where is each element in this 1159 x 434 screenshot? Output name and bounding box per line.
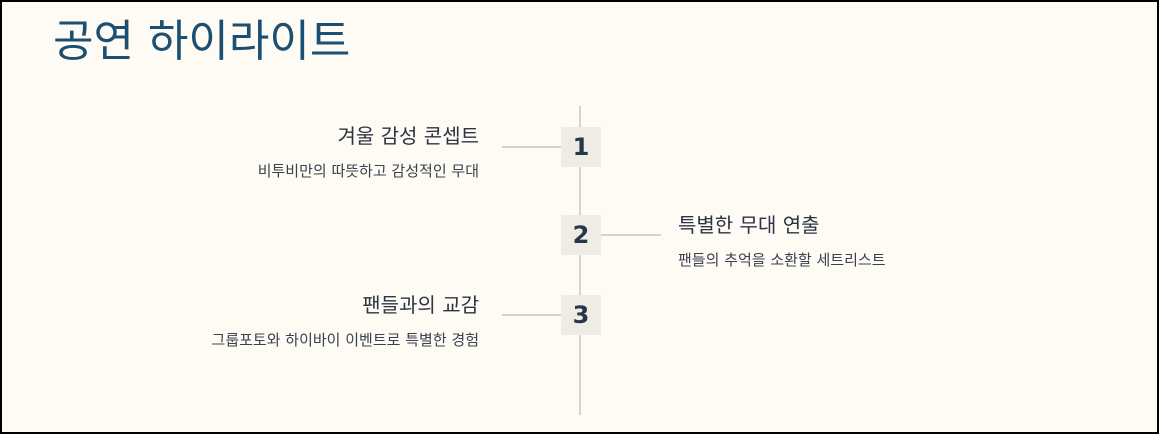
timeline-entry-description: 그룹포토와 하이바이 이벤트로 특별한 경험 [211,331,479,349]
timeline-node-2: 2 [561,215,601,255]
timeline-axis [579,106,581,415]
timeline-entry-1: 겨울 감성 콘셉트 비투비만의 따뜻하고 감성적인 무대 [258,122,479,182]
timeline-entry-title: 특별한 무대 연출 [678,213,820,237]
timeline-entry-2: 특별한 무대 연출 팬들의 추억을 소환할 세트리스트 [678,211,886,271]
timeline-entry-description: 비투비만의 따뜻하고 감성적인 무대 [257,162,479,180]
timeline-node-1: 1 [561,127,601,167]
timeline-connector-3 [502,314,561,316]
timeline-entry-3: 팬들과의 교감 그룹포토와 하이바이 이벤트로 특별한 경험 [212,291,479,351]
timeline-entry-title: 팬들과의 교감 [362,293,479,317]
timeline-node-3: 3 [561,295,601,335]
page-title: 공연 하이라이트 [53,16,351,67]
timeline-connector-2 [601,234,661,236]
timeline-entry-title: 겨울 감성 콘셉트 [337,124,479,148]
timeline-entry-description: 팬들의 추억을 소환할 세트리스트 [678,251,886,269]
timeline-connector-1 [502,146,561,148]
